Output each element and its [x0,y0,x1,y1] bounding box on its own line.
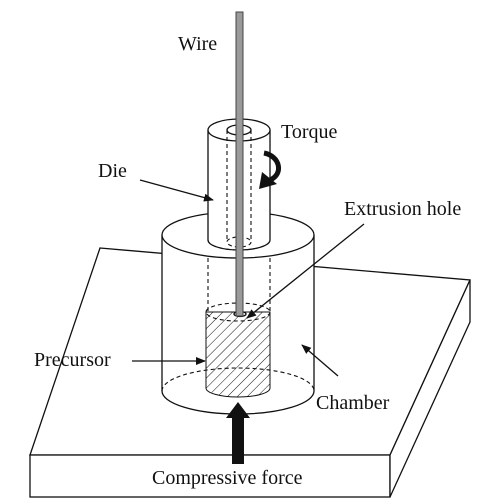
chamber-leader-line [301,344,339,377]
precursor-label: Precursor [34,349,111,371]
torque-arrow-icon [259,150,281,189]
compressive-force-arrow-icon [226,402,250,464]
torque-label: Torque [281,121,337,143]
wire [235,11,244,317]
die-leader-line [139,179,214,202]
extrusion-hole-leader-line [246,223,365,319]
precursor-billet [205,302,271,398]
compressive-force-label: Compressive force [152,467,303,489]
chamber-label: Chamber [316,392,390,414]
extrusion-hole-label: Extrusion hole [344,198,461,220]
wire-label: Wire [178,33,217,55]
die-label: Die [98,160,127,182]
